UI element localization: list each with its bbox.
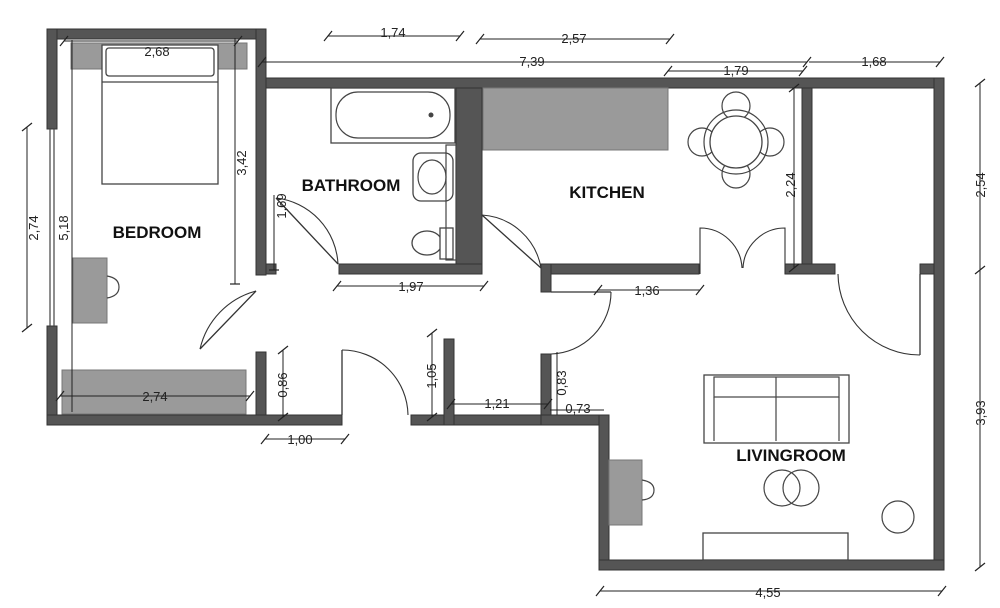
kitchen-counter bbox=[482, 87, 669, 151]
wall-bath-left-stub bbox=[265, 263, 277, 275]
dim-bedroom-268: 2,68 bbox=[144, 44, 169, 59]
dim-top-257: 2,57 bbox=[561, 31, 586, 46]
bath-partition bbox=[445, 144, 457, 261]
bathroom-sink bbox=[412, 152, 454, 202]
dim-right-393: 3,93 bbox=[973, 400, 988, 425]
dim-bath-197: 1,97 bbox=[398, 279, 423, 294]
wall-bedroom-left-upper bbox=[46, 28, 58, 130]
dim-left-518: 5,18 bbox=[56, 215, 71, 240]
dim-hall-105: 1,05 bbox=[424, 363, 439, 388]
dim-top-168: 1,68 bbox=[861, 54, 886, 69]
dim-hall-086: 0,86 bbox=[275, 372, 290, 397]
dim-left-274: 2,74 bbox=[26, 215, 41, 240]
bedroom-window bbox=[49, 129, 55, 326]
wall-bedroom-top bbox=[46, 28, 267, 40]
wall-kitchen-bottom-stub bbox=[540, 263, 552, 293]
dining-table bbox=[687, 91, 785, 189]
dim-hall-121: 1,21 bbox=[484, 396, 509, 411]
dim-top-179: 1,79 bbox=[723, 63, 748, 78]
wall-bedroom-right-upper bbox=[255, 28, 267, 276]
wall-bottom-left bbox=[46, 414, 343, 426]
dim-hall-083: 0,83 bbox=[554, 370, 569, 395]
room-label-livingroom: LIVINGROOM bbox=[736, 446, 846, 465]
wall-kitchen-right bbox=[801, 87, 813, 275]
dim-top-174: 1,74 bbox=[380, 25, 405, 40]
toilet bbox=[411, 227, 454, 260]
dimension-labels: 1,74 2,57 7,39 1,79 1,68 2,68 3,42 2,74 … bbox=[26, 25, 988, 600]
wall-bath-bottom bbox=[338, 263, 483, 275]
dim-right-254: 2,54 bbox=[973, 172, 988, 197]
wall-bath-right bbox=[455, 87, 483, 274]
bathtub bbox=[330, 87, 456, 144]
wall-bedroom-right-lower bbox=[255, 351, 267, 419]
wall-hall-post bbox=[443, 338, 455, 426]
dim-bedroom-342: 3,42 bbox=[234, 150, 249, 175]
living-desk bbox=[608, 459, 643, 526]
room-labels: BEDROOM BATHROOM KITCHEN LIVINGROOM bbox=[113, 176, 846, 465]
room-label-bathroom: BATHROOM bbox=[302, 176, 401, 195]
sofa bbox=[703, 374, 850, 444]
dim-bath-169: 1,69 bbox=[274, 193, 289, 218]
coffee-tables bbox=[763, 469, 820, 507]
dim-kitchen-224: 2,24 bbox=[783, 172, 798, 197]
wall-living-bottom bbox=[598, 559, 945, 571]
bedroom-chair bbox=[106, 275, 120, 299]
living-window bbox=[702, 532, 849, 561]
dim-overall-739: 7,39 bbox=[519, 54, 544, 69]
dim-bedroom-bottom-274: 2,74 bbox=[142, 389, 167, 404]
room-label-bedroom: BEDROOM bbox=[113, 223, 202, 242]
bedroom-desk bbox=[72, 257, 108, 324]
wall-hall-right bbox=[540, 353, 552, 426]
bed bbox=[70, 42, 248, 185]
dim-hall-073: 0,73 bbox=[565, 401, 590, 416]
dim-hall-100: 1,00 bbox=[287, 432, 312, 447]
wall-right-stub bbox=[919, 263, 935, 275]
walls bbox=[46, 28, 945, 571]
wall-right-outer bbox=[933, 77, 945, 571]
living-chair bbox=[641, 479, 655, 501]
dim-bottom-455: 4,55 bbox=[755, 585, 780, 600]
bedroom-wardrobe bbox=[61, 369, 247, 415]
room-label-kitchen: KITCHEN bbox=[569, 183, 645, 202]
wall-bedroom-left-lower bbox=[46, 325, 58, 426]
plant-circle bbox=[881, 500, 915, 534]
wall-kitchen-bottom-left bbox=[540, 263, 700, 275]
doors bbox=[199, 197, 921, 416]
dimension-lines bbox=[21, 30, 986, 597]
dim-kitchen-136: 1,36 bbox=[634, 283, 659, 298]
wall-living-left bbox=[598, 414, 610, 571]
wall-top bbox=[265, 77, 945, 89]
